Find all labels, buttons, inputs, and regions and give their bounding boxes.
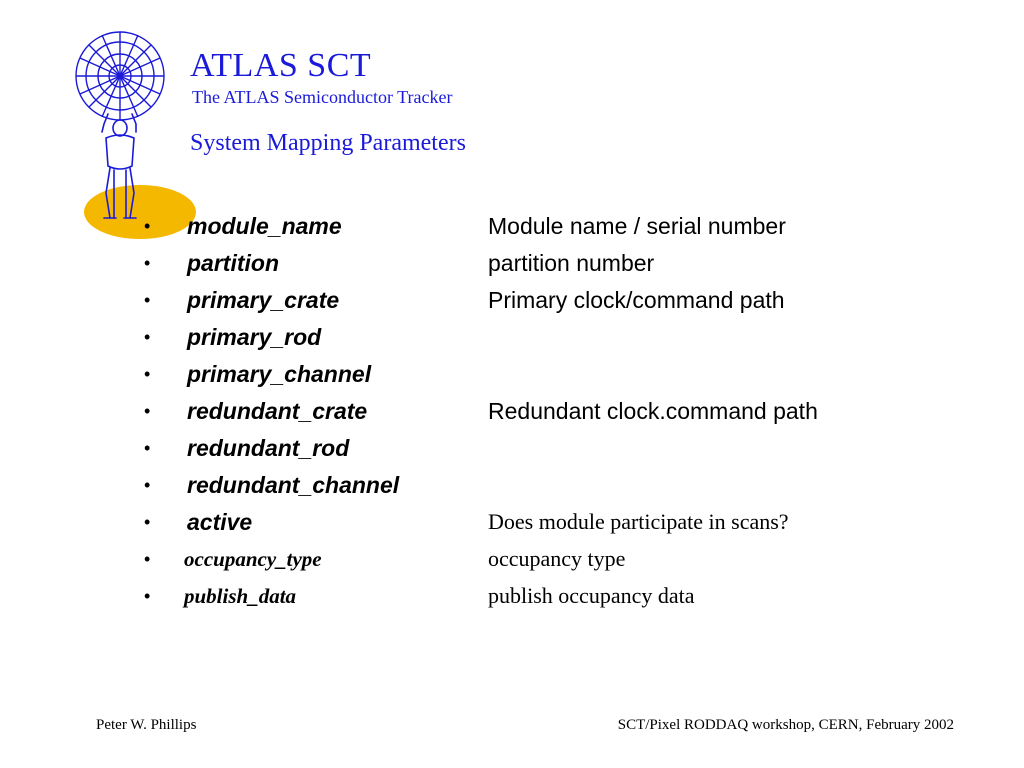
parameter-name: publish_data bbox=[184, 584, 297, 608]
list-item: • occupancy_type occupancy type bbox=[0, 541, 1024, 578]
bullet-icon: • bbox=[144, 290, 151, 310]
parameter-name: occupancy_type bbox=[184, 547, 322, 571]
list-item: • partition partition number bbox=[0, 245, 1024, 282]
list-item: • redundant_rod bbox=[0, 430, 1024, 467]
footer-event: SCT/Pixel RODDAQ workshop, CERN, Februar… bbox=[617, 717, 954, 733]
parameter-name: partition bbox=[187, 250, 279, 276]
list-item: • redundant_crate Redundant clock.comman… bbox=[0, 393, 1024, 430]
parameter-name: redundant_rod bbox=[187, 435, 350, 461]
parameter-name: primary_crate bbox=[187, 287, 340, 313]
list-item: • publish_data publish occupancy data bbox=[0, 578, 1024, 615]
bullet-icon: • bbox=[144, 586, 151, 606]
bullet-icon: • bbox=[144, 475, 151, 495]
bullet-icon: • bbox=[144, 327, 151, 347]
parameter-description: Redundant clock.command path bbox=[488, 398, 818, 424]
brand-title: ATLAS SCT bbox=[190, 47, 372, 84]
parameter-name: redundant_crate bbox=[187, 398, 368, 424]
parameter-description: occupancy type bbox=[488, 546, 626, 571]
parameter-list: • module_name Module name / serial numbe… bbox=[0, 208, 1024, 615]
parameter-description: Primary clock/command path bbox=[488, 287, 785, 313]
parameter-description: partition number bbox=[488, 250, 655, 276]
slide-title: System Mapping Parameters bbox=[190, 130, 466, 156]
bullet-icon: • bbox=[144, 216, 151, 236]
parameter-name: active bbox=[187, 509, 253, 535]
bullet-icon: • bbox=[144, 438, 151, 458]
bullet-icon: • bbox=[144, 401, 151, 421]
bullet-icon: • bbox=[144, 549, 151, 569]
footer-author: Peter W. Phillips bbox=[96, 717, 197, 733]
parameter-name: redundant_channel bbox=[187, 472, 400, 498]
parameter-name: module_name bbox=[187, 213, 342, 239]
bullet-icon: • bbox=[144, 512, 151, 532]
list-item: • active Does module participate in scan… bbox=[0, 504, 1024, 541]
parameter-description: publish occupancy data bbox=[488, 583, 695, 608]
bullet-icon: • bbox=[144, 364, 151, 384]
brand-subtitle: The ATLAS Semiconductor Tracker bbox=[192, 87, 453, 107]
list-item: • primary_crate Primary clock/command pa… bbox=[0, 282, 1024, 319]
parameter-name: primary_channel bbox=[187, 361, 372, 387]
parameter-description: Module name / serial number bbox=[488, 213, 786, 239]
list-item: • primary_channel bbox=[0, 356, 1024, 393]
list-item: • redundant_channel bbox=[0, 467, 1024, 504]
list-item: • primary_rod bbox=[0, 319, 1024, 356]
bullet-icon: • bbox=[144, 253, 151, 273]
parameter-description: Does module participate in scans? bbox=[488, 509, 789, 534]
parameter-name: primary_rod bbox=[187, 324, 322, 350]
list-item: • module_name Module name / serial numbe… bbox=[0, 208, 1024, 245]
atlas-logo bbox=[75, 31, 196, 239]
